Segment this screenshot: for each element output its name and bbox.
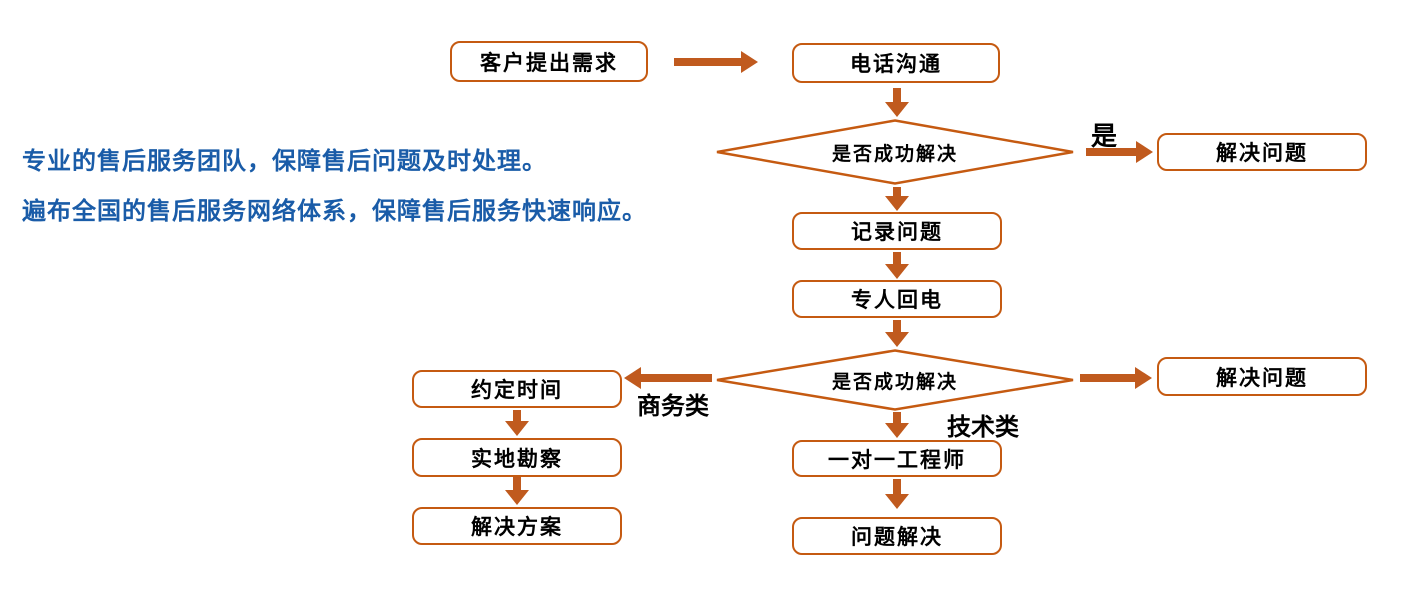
node-solution-plan: 解决方案 xyxy=(412,507,622,545)
arrow-shaft xyxy=(893,252,901,264)
node-customer-request-label: 客户提出需求 xyxy=(480,50,618,75)
arrow-down-icon xyxy=(885,196,909,211)
node-decision-2-label: 是否成功解决 xyxy=(831,370,958,393)
arrow-down-icon xyxy=(885,102,909,117)
arrow-request-to-phone xyxy=(674,51,758,73)
arrow-callback-to-decision2 xyxy=(885,320,909,347)
arrow-shaft xyxy=(641,374,712,382)
arrow-shaft xyxy=(893,479,901,494)
arrow-decision2-to-solve2 xyxy=(1080,367,1152,389)
arrow-shaft xyxy=(893,412,901,423)
intro-text-line-1: 专业的售后服务团队，保障售后问题及时处理。 xyxy=(22,147,547,175)
arrow-decision1-to-solve1 xyxy=(1086,141,1153,163)
intro-text-line-2: 遍布全国的售后服务网络体系，保障售后服务快速响应。 xyxy=(22,197,647,225)
diamond-shape xyxy=(716,349,1074,411)
arrow-down-icon xyxy=(505,490,529,505)
edge-label-business: 商务类 xyxy=(637,392,709,420)
arrow-shaft xyxy=(893,187,901,196)
node-callback-label: 专人回电 xyxy=(851,288,943,312)
node-decision-1: 是否成功解决 xyxy=(715,119,1075,185)
arrow-shaft xyxy=(893,88,901,102)
arrow-shaft xyxy=(1086,148,1136,156)
arrow-right-icon xyxy=(1136,141,1153,163)
arrow-down-icon xyxy=(505,421,529,436)
arrow-down-icon xyxy=(885,423,909,438)
node-customer-request: 客户提出需求 xyxy=(450,41,648,82)
node-solve-problem-1-label: 解决问题 xyxy=(1216,141,1308,165)
arrow-engineer-to-solved xyxy=(885,479,909,509)
arrow-shaft xyxy=(893,320,901,332)
node-solve-problem-1: 解决问题 xyxy=(1157,133,1367,171)
arrow-record-to-callback xyxy=(885,252,909,279)
arrow-down-icon xyxy=(885,264,909,279)
node-problem-solved: 问题解决 xyxy=(792,517,1002,555)
node-solve-problem-2-label: 解决问题 xyxy=(1216,365,1308,390)
node-callback: 专人回电 xyxy=(792,280,1002,318)
edge-label-yes: 是 xyxy=(1091,122,1118,152)
arrow-right-icon xyxy=(1135,367,1152,389)
node-decision-2: 是否成功解决 xyxy=(715,349,1075,411)
node-decision-1-label: 是否成功解决 xyxy=(831,142,958,165)
node-phone-communication-label: 电话沟通 xyxy=(850,52,942,76)
arrow-down-icon xyxy=(885,494,909,509)
arrow-decision1-to-record xyxy=(885,187,909,211)
edge-label-technical: 技术类 xyxy=(947,413,1019,441)
arrow-schedule-to-survey xyxy=(505,410,529,436)
arrow-shaft xyxy=(674,58,741,66)
arrow-phone-to-decision1 xyxy=(885,88,909,117)
arrow-shaft xyxy=(513,410,521,421)
node-schedule-time-label: 约定时间 xyxy=(471,378,563,402)
node-schedule-time: 约定时间 xyxy=(412,370,622,408)
arrow-decision2-to-schedule xyxy=(624,367,712,389)
node-one-on-one-engineer-label: 一对一工程师 xyxy=(828,447,966,472)
node-solve-problem-2: 解决问题 xyxy=(1157,357,1367,396)
node-site-survey-label: 实地勘察 xyxy=(471,446,563,471)
arrow-survey-to-plan xyxy=(505,477,529,505)
arrow-shaft xyxy=(1080,374,1135,382)
node-one-on-one-engineer: 一对一工程师 xyxy=(792,440,1002,477)
node-solution-plan-label: 解决方案 xyxy=(471,515,563,539)
node-record-problem: 记录问题 xyxy=(792,212,1002,250)
diamond-shape xyxy=(716,119,1074,185)
node-record-problem-label: 记录问题 xyxy=(851,220,943,244)
arrow-left-icon xyxy=(624,367,641,389)
node-problem-solved-label: 问题解决 xyxy=(851,525,943,549)
node-site-survey: 实地勘察 xyxy=(412,438,622,477)
arrow-right-icon xyxy=(741,51,758,73)
arrow-decision2-to-engineer xyxy=(885,412,909,438)
node-phone-communication: 电话沟通 xyxy=(792,43,1000,83)
arrow-shaft xyxy=(513,477,521,490)
arrow-down-icon xyxy=(885,332,909,347)
